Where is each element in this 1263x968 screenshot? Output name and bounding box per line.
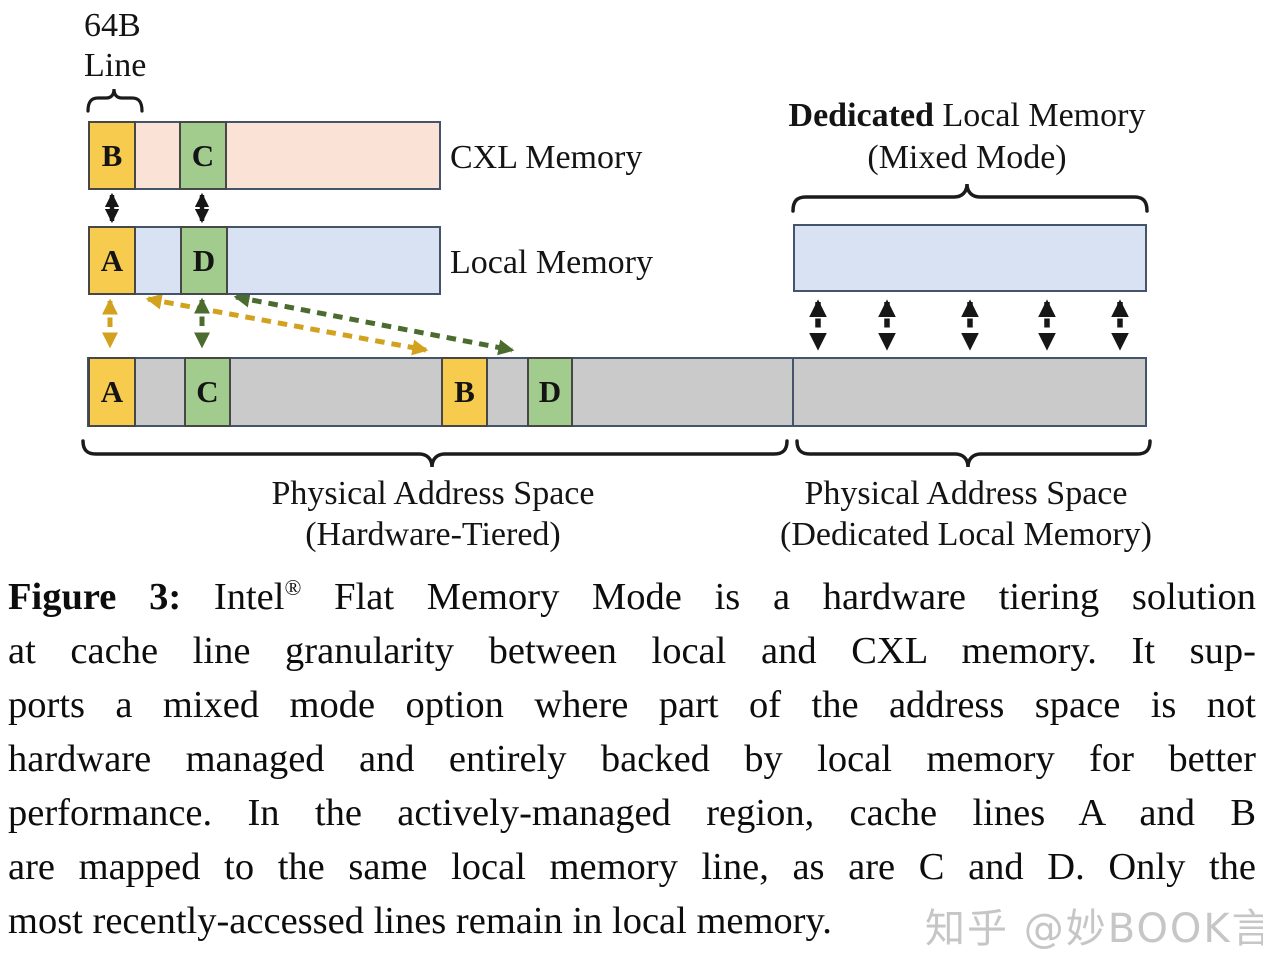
- physical-bar-divider: [792, 357, 794, 427]
- cxl-cell-b: B: [88, 121, 136, 190]
- dedicated-title-rest: Local Memory: [942, 97, 1146, 134]
- hardware-tiered-label: Physical Address Space (Hardware-Tiered): [233, 473, 633, 555]
- cxl-memory-label: CXL Memory: [450, 139, 643, 176]
- dedicated-space-label: Physical Address Space (Dedicated Local …: [766, 473, 1166, 555]
- line-size-label-bottom: Line: [84, 47, 147, 84]
- local-memory-label: Local Memory: [450, 244, 653, 281]
- figure-label: Figure 3:: [8, 576, 182, 618]
- cxl-cell-c: C: [179, 121, 227, 190]
- watermark: 知乎 @妙BOOK言: [925, 906, 1263, 952]
- cxl-cell-b-letter: B: [101, 137, 123, 173]
- dedicated-title-line1: Dedicated Local Memory: [767, 95, 1167, 137]
- figure-caption: Figure 3: Intel® Flat Memory Mode is a h…: [8, 570, 1256, 948]
- local-memory-bar: [88, 226, 441, 295]
- phys-cell-b: B: [441, 357, 488, 427]
- dedicated-memory-bar: [793, 224, 1147, 292]
- caption-line-1: Figure 3: Intel® Flat Memory Mode is a h…: [8, 570, 1256, 624]
- diagram-overlay: [81, 88, 1152, 468]
- caption-line-1-rest: Flat Memory Mode is a hardware tiering s…: [334, 576, 1256, 618]
- caption-line-7: most recently-accessed lines remain in l…: [8, 900, 832, 942]
- line-size-label-top: 64B: [84, 7, 141, 44]
- local-cell-d-letter: D: [192, 242, 216, 278]
- local-cell-a-letter: A: [100, 242, 124, 278]
- line-brace-icon: [86, 88, 144, 113]
- phys-cell-c-letter: C: [196, 374, 219, 409]
- dedicated-space-label-line2: (Dedicated Local Memory): [780, 516, 1152, 553]
- physical-address-bar: [87, 357, 1147, 427]
- phys-cell-c: C: [184, 357, 231, 427]
- mixed-mode-subtitle: (Mixed Mode): [867, 139, 1067, 176]
- hardware-tiered-label-line1: Physical Address Space: [271, 475, 595, 512]
- phys-cell-d-letter: D: [538, 374, 562, 409]
- dedicated-space-brace-icon: [795, 439, 1152, 468]
- caption-line-4: hardware managed and entirely backed by …: [8, 738, 1256, 780]
- phys-cell-a-letter: A: [100, 374, 124, 409]
- hardware-tiered-label-line2: (Hardware-Tiered): [305, 516, 561, 553]
- intel-reg-mark: ®: [284, 575, 302, 601]
- map-arrow-d-d-icon: [233, 291, 515, 356]
- caption-line-3: ports a mixed mode option where part of …: [8, 684, 1256, 726]
- local-cell-d: D: [180, 226, 228, 295]
- local-cell-a: A: [88, 226, 136, 295]
- line-size-label: 64B Line: [84, 6, 146, 86]
- phys-cell-d: D: [527, 357, 573, 427]
- caption-line-5: performance. In the actively-managed reg…: [8, 792, 1256, 834]
- phys-cell-b-letter: B: [454, 374, 475, 409]
- caption-intel: Intel: [213, 576, 285, 618]
- caption-line-2: at cache line granularity between local …: [8, 630, 1256, 672]
- dedicated-title: Dedicated Local Memory (Mixed Mode): [767, 95, 1167, 179]
- figure-diagram: 64B Line: [81, 6, 1167, 555]
- dedicated-brace-icon: [791, 183, 1149, 213]
- dedicated-space-label-line1: Physical Address Space: [804, 475, 1128, 512]
- cxl-memory-bar: [88, 121, 441, 190]
- hardware-tiered-brace-icon: [81, 439, 789, 468]
- dedicated-title-bold: Dedicated: [788, 97, 934, 134]
- phys-cell-a: A: [88, 357, 136, 427]
- cxl-cell-c-letter: C: [191, 137, 215, 173]
- caption-line-6: are mapped to the same local memory line…: [8, 846, 1256, 888]
